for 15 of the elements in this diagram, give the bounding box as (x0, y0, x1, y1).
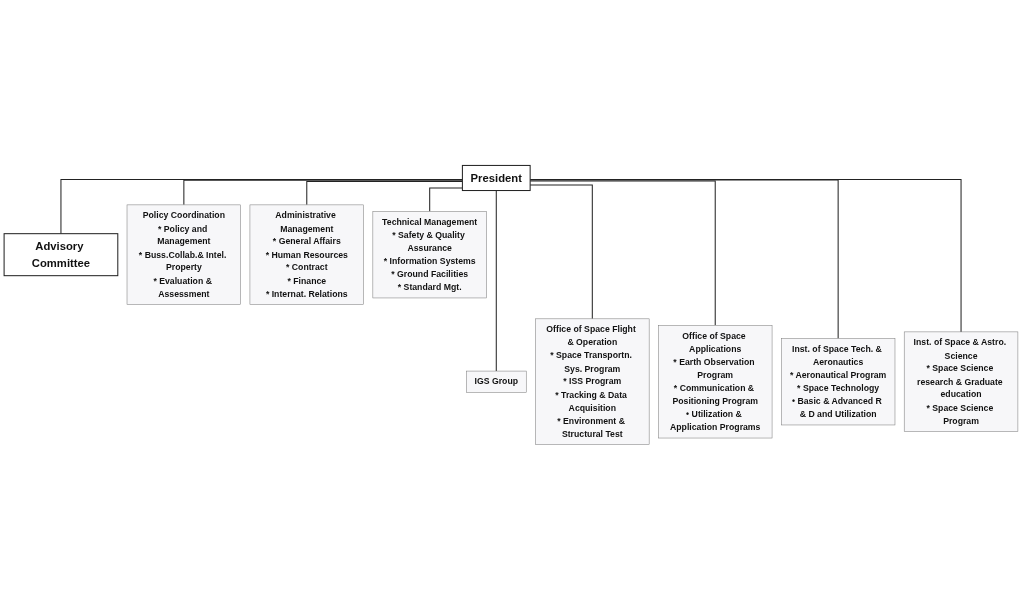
connector (429, 187, 463, 212)
node-box: Office of Space Applications * Earth Observation Program * Communication & Positioning Program • Utilization & Application Programs (658, 325, 773, 439)
connector (60, 179, 463, 235)
node-box: Policy Coordination * Policy and Management * Buss.Collab.& Intel. Property * Evaluation & Assessment (126, 204, 241, 305)
node-box: Technical Management * Safety & Quality Assurance * Information Systems * Ground Facilities * Standard Mgt. (372, 211, 487, 299)
node-box: Office of Space Flight & Operation * Space Transportn. Sys. Program * ISS Program * Tracking & Data Acquisition * Environment & Structural Test (535, 318, 650, 445)
node-box: Advisory Committee (3, 233, 119, 277)
connector (306, 181, 463, 206)
node-box: President (461, 164, 531, 192)
node-box: Administrative Management * General Affairs * Human Resources * Contract * Finance * Internat. Relations (249, 204, 364, 305)
node-box: Inst. of Space & Astro. Science * Space Science research & Graduate education * Space Science Program (903, 331, 1019, 432)
node-box: Inst. of Space Tech. & Aeronautics * Aeronautical Program * Space Technology • Basic & Advanced R & D and Utilization (781, 338, 896, 426)
connector (183, 179, 463, 206)
node-box: IGS Group (466, 370, 527, 393)
connector (495, 190, 497, 372)
